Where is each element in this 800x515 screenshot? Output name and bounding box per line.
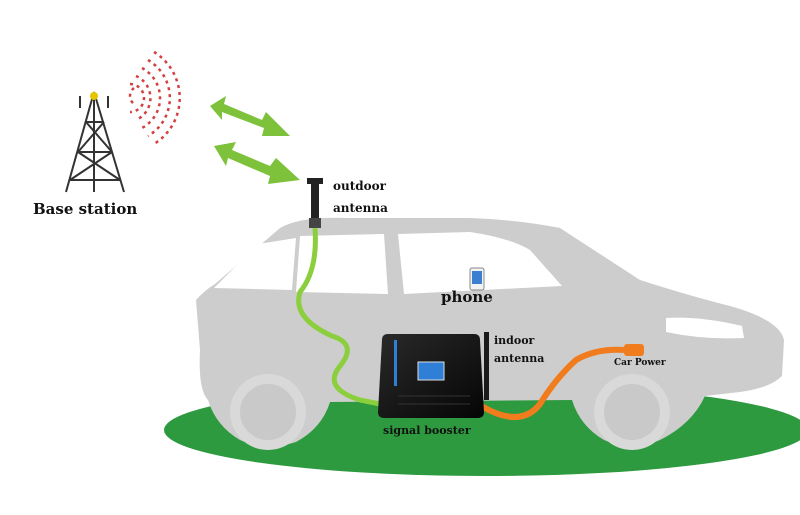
signal-booster-device bbox=[378, 334, 484, 418]
label-phone: phone bbox=[441, 288, 493, 306]
label-outdoor-line2: antenna bbox=[333, 201, 388, 215]
label-base-station: Base station bbox=[33, 200, 138, 218]
label-signal-booster: signal booster bbox=[383, 424, 471, 437]
radio-waves-icon bbox=[128, 50, 181, 146]
car-silhouette bbox=[196, 217, 784, 450]
outdoor-cable bbox=[296, 227, 381, 407]
tower-beacon-icon bbox=[90, 92, 98, 100]
base-station-tower-icon bbox=[65, 91, 125, 193]
outdoor-antenna-icon bbox=[307, 178, 323, 228]
signal-arrow-lower-icon bbox=[214, 142, 300, 184]
indoor-antenna-icon bbox=[484, 332, 489, 400]
label-indoor-line2: antenna bbox=[494, 352, 545, 365]
phone-icon bbox=[469, 267, 485, 291]
label-outdoor-line1: outdoor bbox=[333, 179, 386, 193]
label-indoor-line1: indoor bbox=[494, 334, 535, 347]
label-car-power: Car Power bbox=[614, 358, 666, 368]
signal-arrow-upper-icon bbox=[210, 96, 290, 136]
car-power-plug-icon bbox=[624, 344, 644, 356]
power-cable bbox=[476, 346, 627, 420]
